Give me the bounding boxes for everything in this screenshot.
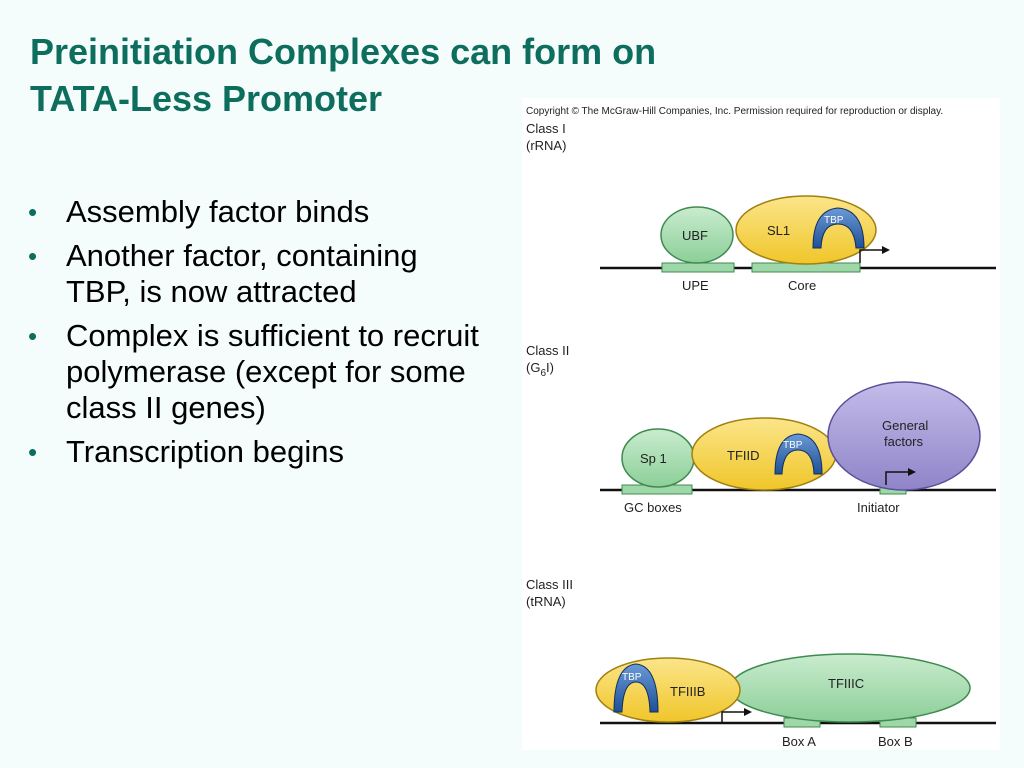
class2-sublabel-sub: 6	[540, 368, 546, 379]
class2-tbp-label: TBP	[783, 440, 803, 451]
class3-arrowhead-icon	[744, 708, 752, 716]
bullet-item: • Complex is sufficient to recruit polyme…	[28, 318, 488, 426]
promoter-diagram: Copyright © The McGraw-Hill Companies, I…	[526, 106, 996, 749]
tfiiic-label: TFIIIC	[828, 676, 864, 691]
class3-label: Class III	[526, 577, 573, 592]
general-factors-label-1: General	[882, 418, 928, 433]
gc-boxes-label: GC boxes	[624, 500, 682, 515]
class2-sublabel-prefix: (G	[526, 360, 540, 375]
bullet-text: Complex is sufficient to recruit polymer…	[66, 318, 479, 425]
class1-tbp-icon	[812, 207, 865, 249]
class2-label: Class II	[526, 343, 569, 358]
class3-sublabel: (tRNA)	[526, 594, 566, 609]
title-line-2: TATA-Less Promoter	[30, 78, 383, 119]
box-a-label: Box A	[782, 734, 816, 749]
class3-tbp-icon	[613, 663, 659, 713]
class1-arrowhead-icon	[882, 246, 890, 254]
bullet-item: • Assembly factor binds	[28, 194, 488, 230]
class2-sublabel: (G6I)	[526, 360, 554, 379]
title-line-1: Preinitiation Complexes can form on	[30, 31, 657, 72]
class1-label: Class I	[526, 121, 566, 136]
slide-title: Preinitiation Complexes can form on TATA…	[30, 28, 657, 122]
upe-label: UPE	[682, 278, 709, 293]
ubf-factor	[660, 206, 734, 264]
bullet-dot: •	[28, 321, 38, 351]
bullet-text: Assembly factor binds	[66, 194, 370, 229]
class3-start-arrow	[721, 711, 744, 723]
bullet-dot: •	[28, 197, 38, 227]
tfiid-label: TFIID	[727, 448, 760, 463]
tfiiib-label: TFIIIB	[670, 684, 705, 699]
initiator-label: Initiator	[857, 500, 900, 515]
bullet-text: Transcription begins	[66, 434, 344, 469]
sl1-label: SL1	[767, 223, 790, 238]
bullet-dot: •	[28, 241, 38, 271]
class2-arrowhead-icon	[908, 468, 916, 476]
sp1-label: Sp 1	[640, 451, 667, 466]
class1-sublabel: (rRNA)	[526, 138, 566, 153]
class2-sublabel-suffix: I)	[546, 360, 554, 375]
class1-start-arrow	[859, 249, 882, 263]
class3-tbp-label: TBP	[622, 672, 642, 683]
class2-tbp-icon	[774, 433, 823, 475]
bullet-item: • Another factor, containing TBP, is now …	[28, 238, 488, 310]
ubf-label: UBF	[682, 228, 708, 243]
bullet-dot: •	[28, 437, 38, 467]
general-factors-label-2: factors	[884, 434, 924, 449]
core-label: Core	[788, 278, 816, 293]
copyright-note: Copyright © The McGraw-Hill Companies, I…	[526, 106, 943, 117]
box-b-label: Box B	[878, 734, 913, 749]
bullet-item: • Transcription begins	[28, 434, 488, 470]
promoter-figure: Copyright © The McGraw-Hill Companies, I…	[522, 98, 1000, 750]
class2-start-arrow	[885, 471, 908, 485]
upe-box	[661, 262, 735, 273]
general-factors	[827, 381, 981, 491]
bullet-text: Another factor, containing TBP, is now a…	[66, 238, 418, 309]
class1-tbp-label: TBP	[824, 215, 844, 226]
bullet-list: • Assembly factor binds • Another factor, …	[28, 194, 488, 478]
